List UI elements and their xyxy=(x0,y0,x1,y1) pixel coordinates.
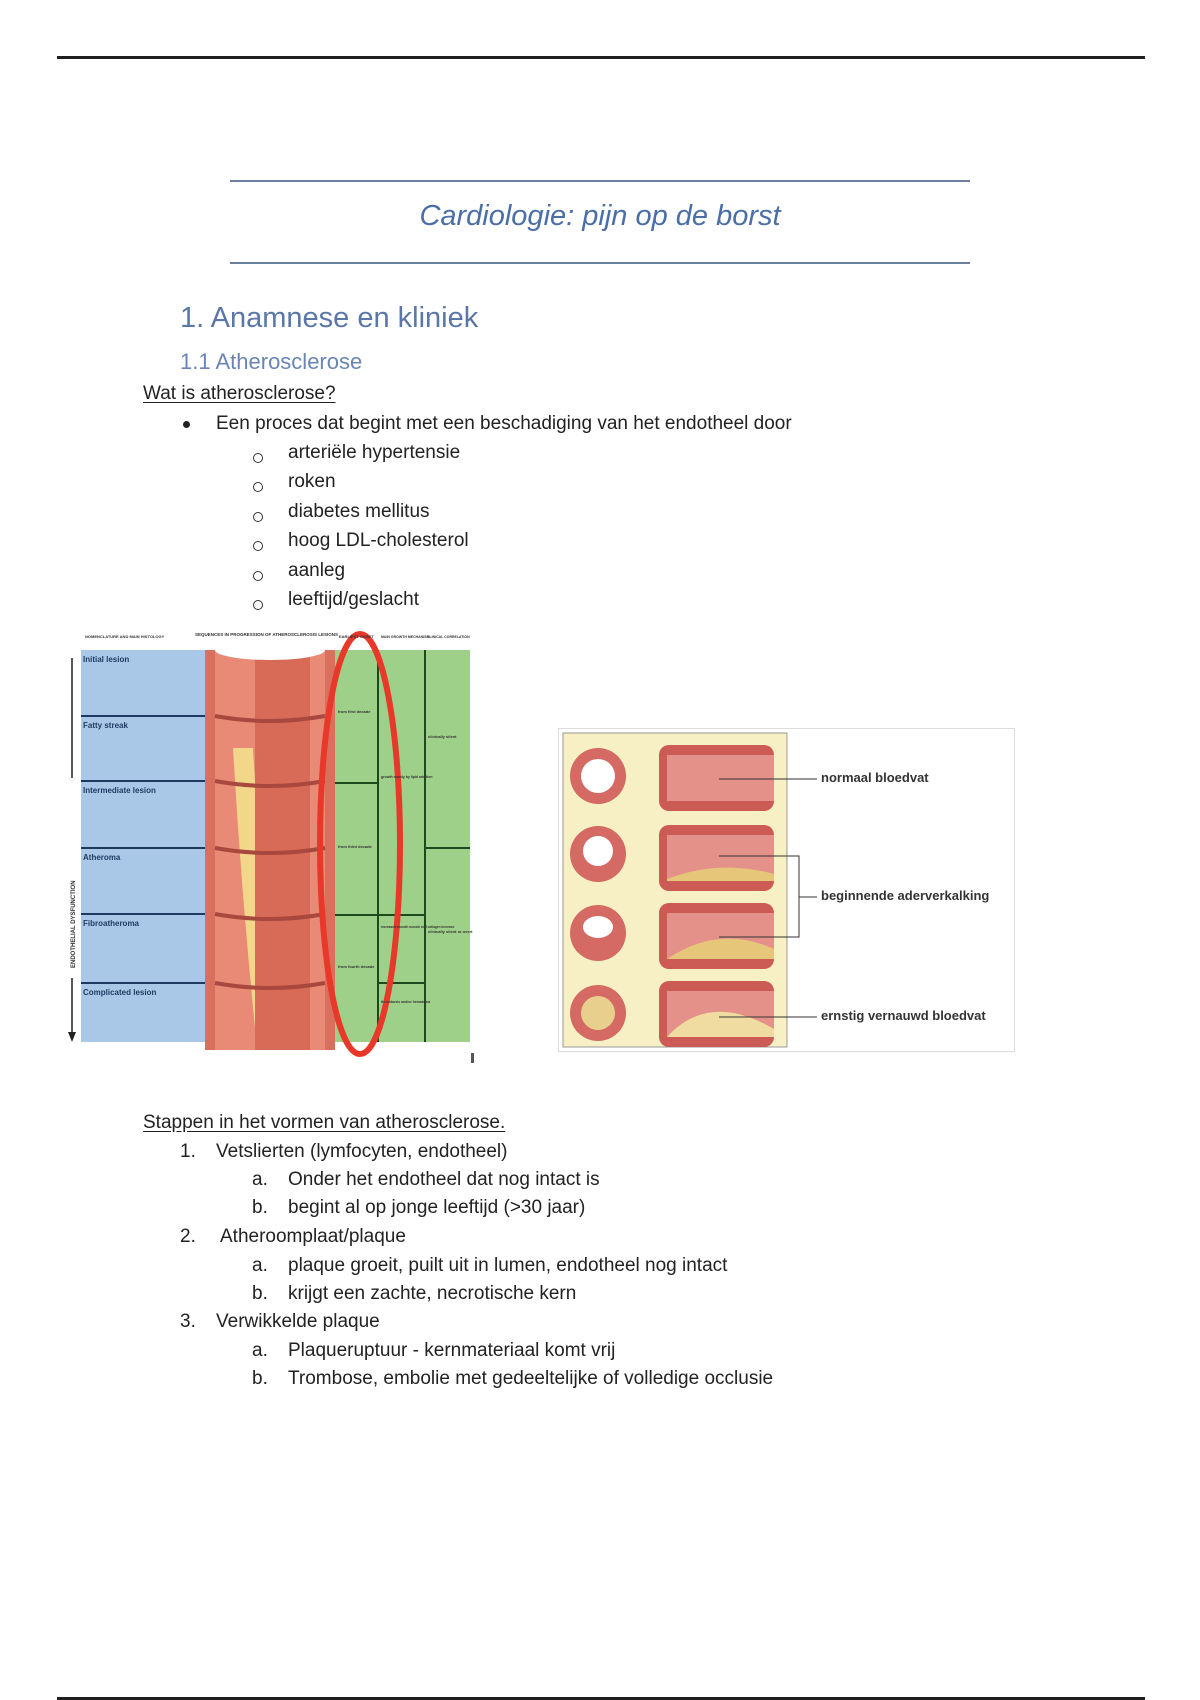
step-number: 3. xyxy=(180,1311,196,1332)
svg-text:from first decade: from first decade xyxy=(338,709,371,714)
svg-text:Complicated lesion: Complicated lesion xyxy=(83,988,156,997)
bullet-text: Een proces dat begint met een beschadigi… xyxy=(216,413,792,434)
steps-heading: Stappen in het vormen van atherosclerose… xyxy=(143,1112,506,1133)
svg-text:SEQUENCES IN PROGRESSION OF AT: SEQUENCES IN PROGRESSION OF ATHEROSCLERO… xyxy=(195,632,338,637)
step-label: Verwikkelde plaque xyxy=(216,1311,380,1332)
bullet-icon xyxy=(183,421,190,428)
atherosclerosis-progression-figure: ENDOTHELIAL DYSFUNCTION Initial lesion F… xyxy=(65,628,475,1068)
svg-text:thrombosis and/or hematoma: thrombosis and/or hematoma xyxy=(381,1000,430,1004)
heading-2: 1.1 Atherosclerose xyxy=(180,349,363,374)
substep-marker: b. xyxy=(252,1283,268,1304)
svg-text:clinically silent or overt: clinically silent or overt xyxy=(428,929,473,934)
substep-marker: a. xyxy=(252,1255,268,1276)
label-severe-narrowing: ernstig vernauwd bloedvat xyxy=(821,1008,986,1023)
heading-1: 1. Anamnese en kliniek xyxy=(180,302,479,334)
page-bottom-rule xyxy=(57,1697,1145,1700)
svg-text:MAIN GROWTH MECHANISM: MAIN GROWTH MECHANISM xyxy=(381,635,429,639)
step-label: Vetslierten (lymfocyten, endotheel) xyxy=(216,1141,508,1162)
svg-text:EARLIEST ONSET: EARLIEST ONSET xyxy=(339,634,374,639)
svg-text:CLINICAL CORRELATION: CLINICAL CORRELATION xyxy=(427,635,470,639)
substep-marker: a. xyxy=(252,1169,268,1190)
title-rule-top xyxy=(230,180,970,182)
substep-marker: a. xyxy=(252,1340,268,1361)
circle-bullet-icon xyxy=(253,453,263,463)
step-number: 1. xyxy=(180,1141,196,1162)
svg-text:Intermediate lesion: Intermediate lesion xyxy=(83,786,156,795)
substep-text: Plaqueruptuur - kernmateriaal komt vrij xyxy=(288,1340,616,1361)
circle-bullet-icon xyxy=(253,512,263,522)
document-title: Cardiologie: pijn op de borst xyxy=(419,200,781,232)
risk-factor: diabetes mellitus xyxy=(288,501,430,522)
risk-factor: hoog LDL-cholesterol xyxy=(288,530,469,551)
substep-text: Onder het endotheel dat nog intact is xyxy=(288,1169,600,1190)
circle-bullet-icon xyxy=(253,571,263,581)
step-label: Atheroomplaat/plaque xyxy=(220,1226,406,1247)
question-heading: Wat is atherosclerose? xyxy=(143,383,336,404)
title-rule-bottom xyxy=(230,262,970,264)
substep-text: begint al op jonge leeftijd (>30 jaar) xyxy=(288,1197,586,1218)
substep-marker: b. xyxy=(252,1197,268,1218)
circle-bullet-icon xyxy=(253,600,263,610)
svg-text:clinically silent: clinically silent xyxy=(428,734,457,739)
page-top-rule xyxy=(57,56,1145,59)
risk-factor: leeftijd/geslacht xyxy=(288,589,419,610)
step-number: 2. xyxy=(180,1226,196,1247)
circle-bullet-icon xyxy=(253,541,263,551)
label-early-calcification: beginnende aderverkalking xyxy=(821,888,990,903)
svg-text:Initial lesion: Initial lesion xyxy=(83,655,129,664)
side-label: ENDOTHELIAL DYSFUNCTION xyxy=(71,880,77,968)
svg-text:from third decade: from third decade xyxy=(338,844,373,849)
substep-marker: b. xyxy=(252,1368,268,1389)
risk-factor: roken xyxy=(288,471,336,492)
svg-text:Fibroatheroma: Fibroatheroma xyxy=(83,919,140,928)
substep-text: plaque groeit, puilt uit in lumen, endot… xyxy=(288,1255,728,1276)
svg-text:growth mainly by lipid additio: growth mainly by lipid addition xyxy=(381,775,433,779)
svg-text:NOMENCLATURE AND MAIN HISTOLOG: NOMENCLATURE AND MAIN HISTOLOGY xyxy=(85,634,165,639)
label-normal-vessel: normaal bloedvat xyxy=(821,770,929,785)
risk-factor: arteriële hypertensie xyxy=(288,442,461,463)
vessel-stages-figure: normaal bloedvat beginnende aderverkalki… xyxy=(558,728,1015,1052)
risk-factor: aanleg xyxy=(288,560,346,581)
svg-text:Fatty streak: Fatty streak xyxy=(83,721,128,730)
svg-text:increased smooth muscle and co: increased smooth muscle and collagen inc… xyxy=(381,925,455,929)
svg-text:Atheroma: Atheroma xyxy=(83,853,121,862)
substep-text: Trombose, embolie met gedeeltelijke of v… xyxy=(288,1368,774,1389)
highlight-ellipse xyxy=(317,631,403,1057)
svg-text:from fourth decade: from fourth decade xyxy=(338,964,375,969)
substep-text: krijgt een zachte, necrotische kern xyxy=(288,1283,577,1304)
circle-bullet-icon xyxy=(253,482,263,492)
